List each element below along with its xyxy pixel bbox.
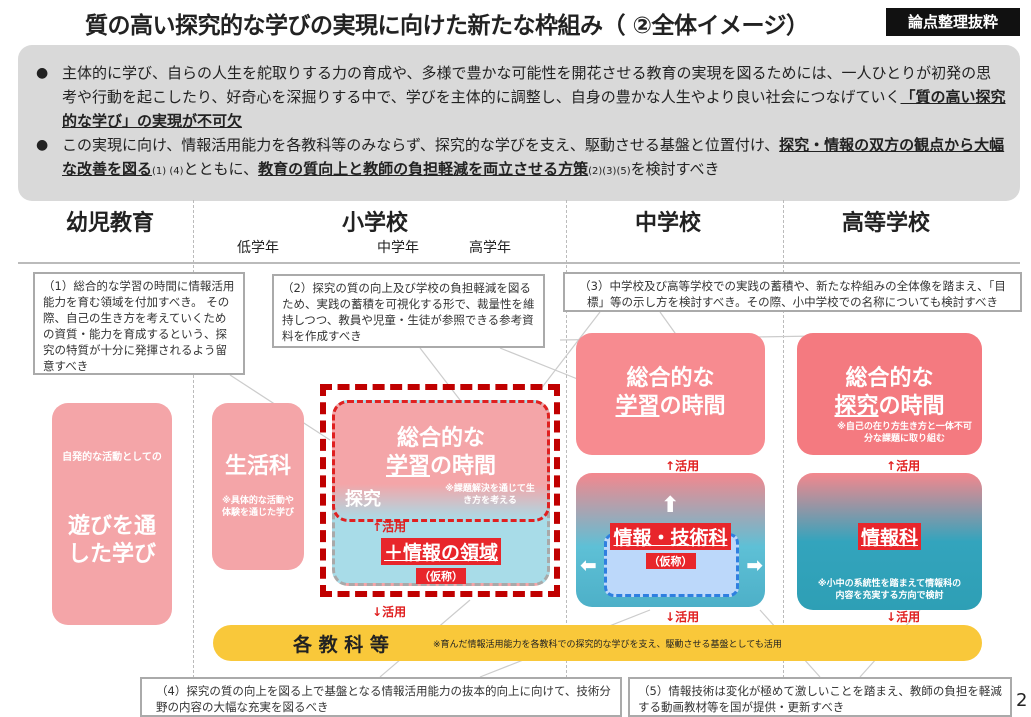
katsuyo-up: ↑活用: [372, 520, 407, 534]
sogo-line2b: の時間: [878, 394, 945, 419]
note-5: （5）情報技術は変化が極めて激しいことを踏まえ、教師の負担を軽減する動画教材等を…: [628, 677, 1012, 717]
text: とともに、: [183, 160, 259, 178]
katsuyo-label: 活用: [896, 610, 921, 624]
katsuyo-down: ↓活用: [372, 605, 407, 619]
junior-info-title: 情報・技術科: [610, 523, 731, 550]
seikatsu-title: 生活科: [224, 454, 291, 479]
arrow-up-icon: ⬆: [661, 493, 680, 518]
katsuyo-up: ↑活用: [665, 459, 700, 473]
seikatsu-box: 生活科 ※具体的な活動や体験を通じた学び: [212, 403, 304, 570]
katsuyo-up: ↑活用: [886, 459, 921, 473]
katsuyo-label: 活用: [896, 459, 921, 473]
sogo-line1: 総合的な: [396, 426, 485, 451]
text: を検討すべき: [630, 160, 720, 178]
grade-upper: 高学年: [469, 240, 511, 256]
page-number: 2: [1016, 690, 1028, 711]
sogo-line2a: 探究: [834, 394, 879, 419]
high-sogo-box: 総合的な 探究の時間 ※自己の在り方生き方と一体不可分な課題に取り組む: [797, 333, 982, 455]
all-subjects-note: ※育んだ情報活用能力を各教科での探究的な学びを支え、駆動させる基盤としても活用: [433, 639, 782, 650]
sogo-line2b: の時間: [659, 394, 726, 419]
summary-bullet-1: ●主体的に学び、自らの人生を舵取りする力の育成や、多様で豊かな可能性を開花させる…: [36, 64, 1006, 130]
kasho: （仮称）: [645, 553, 696, 569]
ref: (2)(3)(5): [588, 166, 631, 177]
text: 主体的に学び、自らの人生を舵取りする力の育成や、多様で豊かな可能性を開花させる教…: [62, 64, 992, 106]
katsuyo-label: 活用: [675, 610, 700, 624]
high-info-note: ※小中の系統性を踏まえて情報科の内容を充実する方向で検討: [817, 579, 962, 601]
divider: [18, 262, 1020, 264]
emphasis: 教育の質向上と教師の負担軽減を両立させる方策: [258, 160, 589, 178]
summary-bullet-2: ●この実現に向け、情報活用能力を各教科等のみならず、探究的な学びを支え、駆動させ…: [36, 136, 1005, 178]
junior-sogo-box: 総合的な 学習の時間: [576, 333, 765, 455]
high-sogo-note: ※自己の在り方生き方と一体不可分な課題に取り組む: [837, 422, 972, 444]
high-info-title: 情報科: [857, 523, 921, 550]
high-info-box: 情報科 ※小中の系統性を踏まえて情報科の内容を充実する方向で検討: [797, 473, 982, 610]
info-area: ＋情報の領域 （仮称）: [332, 538, 550, 584]
divider: [783, 200, 784, 713]
katsuyo-label: 活用: [382, 605, 407, 619]
katsuyo-down: ↓活用: [886, 610, 921, 624]
arrow-right-icon: ➡: [746, 553, 763, 577]
sogo-line1: 総合的な: [845, 366, 934, 391]
col-junior: 中学校: [634, 211, 702, 236]
page-title: 質の高い探究的な学びの実現に向けた新たな枠組み（ ②全体イメージ）: [85, 13, 809, 39]
note-3: （3）中学校及び高等学校での実践の蓄積や、新たな枠組みの全体像を踏まえ、「目標」…: [563, 272, 1022, 312]
kinder-sub: 自発的な活動としての: [62, 452, 162, 463]
grade-lower: 低学年: [237, 240, 279, 256]
text: この実現に向け、情報活用能力を各教科等のみならず、探究的な学びを支え、駆動させる…: [62, 136, 780, 154]
excerpt-badge: 論点整理抜粋: [886, 8, 1020, 36]
note-2: （2）探究の質の向上及び学校の負担軽減を図るため、実践の蓄積を可視化する形で、裁…: [272, 274, 545, 348]
sogo-line1: 総合的な: [626, 366, 715, 391]
sogo-line2b: の時間: [430, 454, 497, 479]
emphasis: 「質の高い探究的な学び」の実現が不可欠: [62, 88, 1006, 130]
arrow-left-icon: ⬅: [580, 553, 597, 577]
katsuyo-label: 活用: [675, 459, 700, 473]
emphasis: 探究・情報の双方の観点から大幅な改善を図る: [62, 136, 1005, 178]
tankyu-label: 探究: [345, 489, 381, 510]
all-subjects-title: 各 教 科 等: [293, 633, 389, 656]
kinder-main: 遊びを通した学び: [67, 514, 156, 567]
sogo-note: ※課題解決を通じて生き方を考える: [445, 484, 535, 506]
kasho: （仮称）: [416, 568, 466, 584]
kindergarten-box: 自発的な活動としての 遊びを通した学び: [52, 403, 172, 625]
katsuyo-down: ↓活用: [665, 610, 700, 624]
col-elementary: 小学校: [341, 211, 409, 236]
ref: (1) (4): [152, 166, 184, 177]
katsuyo-label: 活用: [382, 520, 407, 534]
col-kindergarten: 幼児教育: [65, 211, 155, 236]
col-high: 高等学校: [841, 211, 931, 236]
all-subjects-bar: 各 教 科 等 ※育んだ情報活用能力を各教科での探究的な学びを支え、駆動させる基…: [213, 625, 982, 661]
note-1: （1）総合的な学習の時間に情報活用能力を育む領域を付加すべき。 その際、自己の生…: [33, 272, 245, 375]
divider: [193, 200, 194, 713]
new-framework-highlight: [320, 384, 560, 597]
note-4: （4）探究の質の向上を図る上で基盤となる情報活用能力の抜本的向上に向けて、技術分…: [140, 677, 622, 717]
sogo-line2a: 学習: [615, 394, 660, 419]
elementary-sogo-box: 総合的な 学習の時間 探究 ※課題解決を通じて生き方を考える: [332, 400, 550, 522]
divider: [566, 200, 567, 713]
summary-box: ●主体的に学び、自らの人生を舵取りする力の育成や、多様で豊かな可能性を開花させる…: [18, 45, 1020, 201]
seikatsu-note: ※具体的な活動や体験を通じた学び: [221, 496, 294, 518]
grade-middle: 中学年: [377, 240, 419, 256]
junior-info-box: ⬆ ⬅ ➡ 情報・技術科 （仮称）: [576, 473, 765, 607]
info-area-title: ＋情報の領域: [380, 538, 501, 565]
sogo-line2a: 学習: [385, 454, 430, 479]
